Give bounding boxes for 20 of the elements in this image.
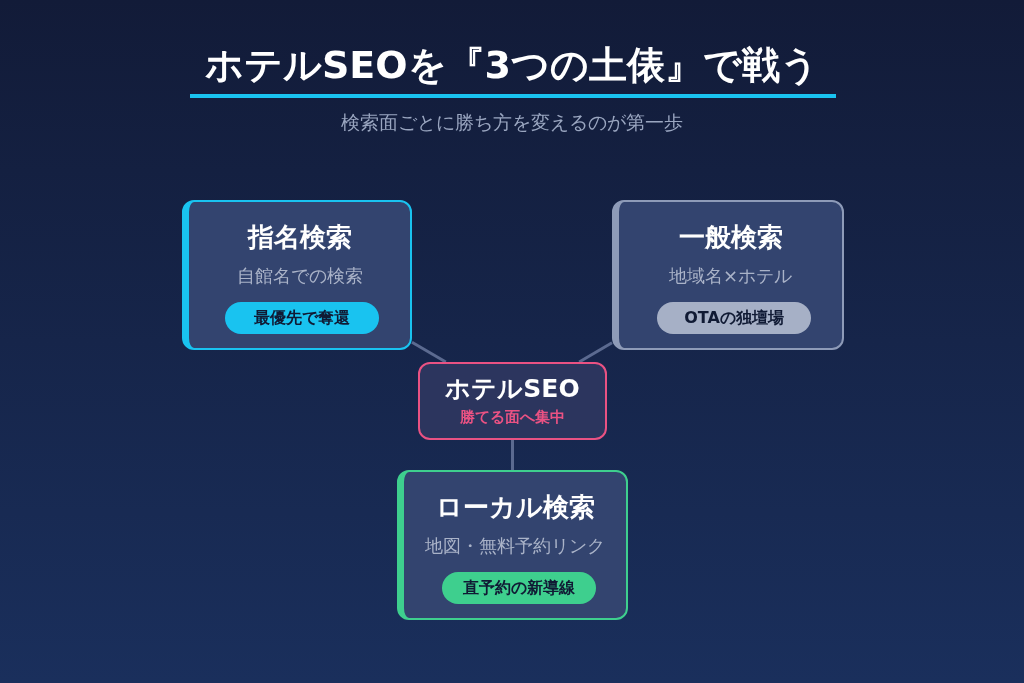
card-subtitle: 地域名×ホテル bbox=[667, 264, 794, 288]
tag-pill: 直予約の新導線 bbox=[442, 572, 596, 604]
category-card bbox=[397, 470, 628, 620]
connector-line bbox=[578, 341, 613, 364]
tag-pill: OTAの独壇場 bbox=[657, 302, 811, 334]
hub-subtitle: 勝てる面へ集中 bbox=[459, 408, 566, 427]
tag-pill: 最優先で奪還 bbox=[225, 302, 379, 334]
subtitle: 検索面ごとに勝ち方を変えるのが第一歩 bbox=[340, 110, 684, 135]
card-title: ローカル検索 bbox=[434, 491, 596, 524]
title: ホテルSEOを『3つの土俵』で戦う bbox=[203, 42, 821, 89]
card-title: 指名検索 bbox=[246, 221, 353, 254]
card-subtitle: 自館名での検索 bbox=[235, 264, 364, 288]
card-subtitle: 地図・無料予約リンク bbox=[424, 534, 606, 558]
category-card bbox=[182, 200, 412, 350]
connector-line bbox=[411, 340, 447, 364]
connector-line bbox=[511, 440, 514, 470]
hub-title: ホテルSEO bbox=[444, 373, 581, 405]
hub-box bbox=[418, 362, 607, 440]
card-title: 一般検索 bbox=[677, 221, 784, 254]
category-card bbox=[612, 200, 844, 350]
